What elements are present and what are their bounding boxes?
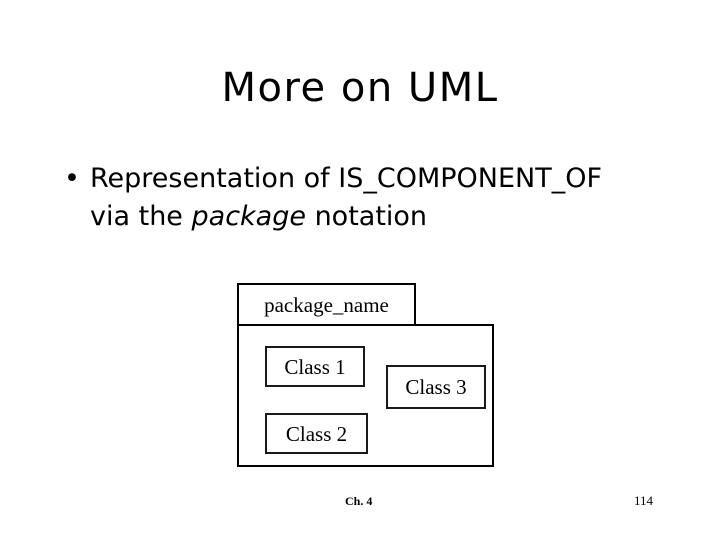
class-box-2: Class 2 [265,413,368,454]
package-name-label: package_name [264,292,389,317]
footer-page-number: 114 [634,493,654,508]
bullet-list: • Representation of IS_COMPONENT_OF via … [58,160,678,236]
bullet-item: • Representation of IS_COMPONENT_OF via … [58,160,678,236]
bullet-line-2-prefix: via the [90,201,192,232]
bullet-line-2-suffix: notation [305,201,428,232]
uml-package-diagram: package_name Class 1 Class 2 Class 3 [237,283,495,468]
class-box-3: Class 3 [386,365,486,409]
bullet-marker-icon: • [64,163,80,194]
bullet-line-1: Representation of IS_COMPONENT_OF [90,163,603,194]
package-tab: package_name [237,283,416,326]
footer-chapter-label: Ch. 4 [345,494,373,508]
class-box-1: Class 1 [265,346,365,387]
bullet-line-2-emphasis: package [191,201,306,232]
bullet-text: Representation of IS_COMPONENT_OF via th… [90,160,678,236]
slide-title: More on UML [221,65,499,111]
bullet-line-2: via the package notation [90,198,678,236]
